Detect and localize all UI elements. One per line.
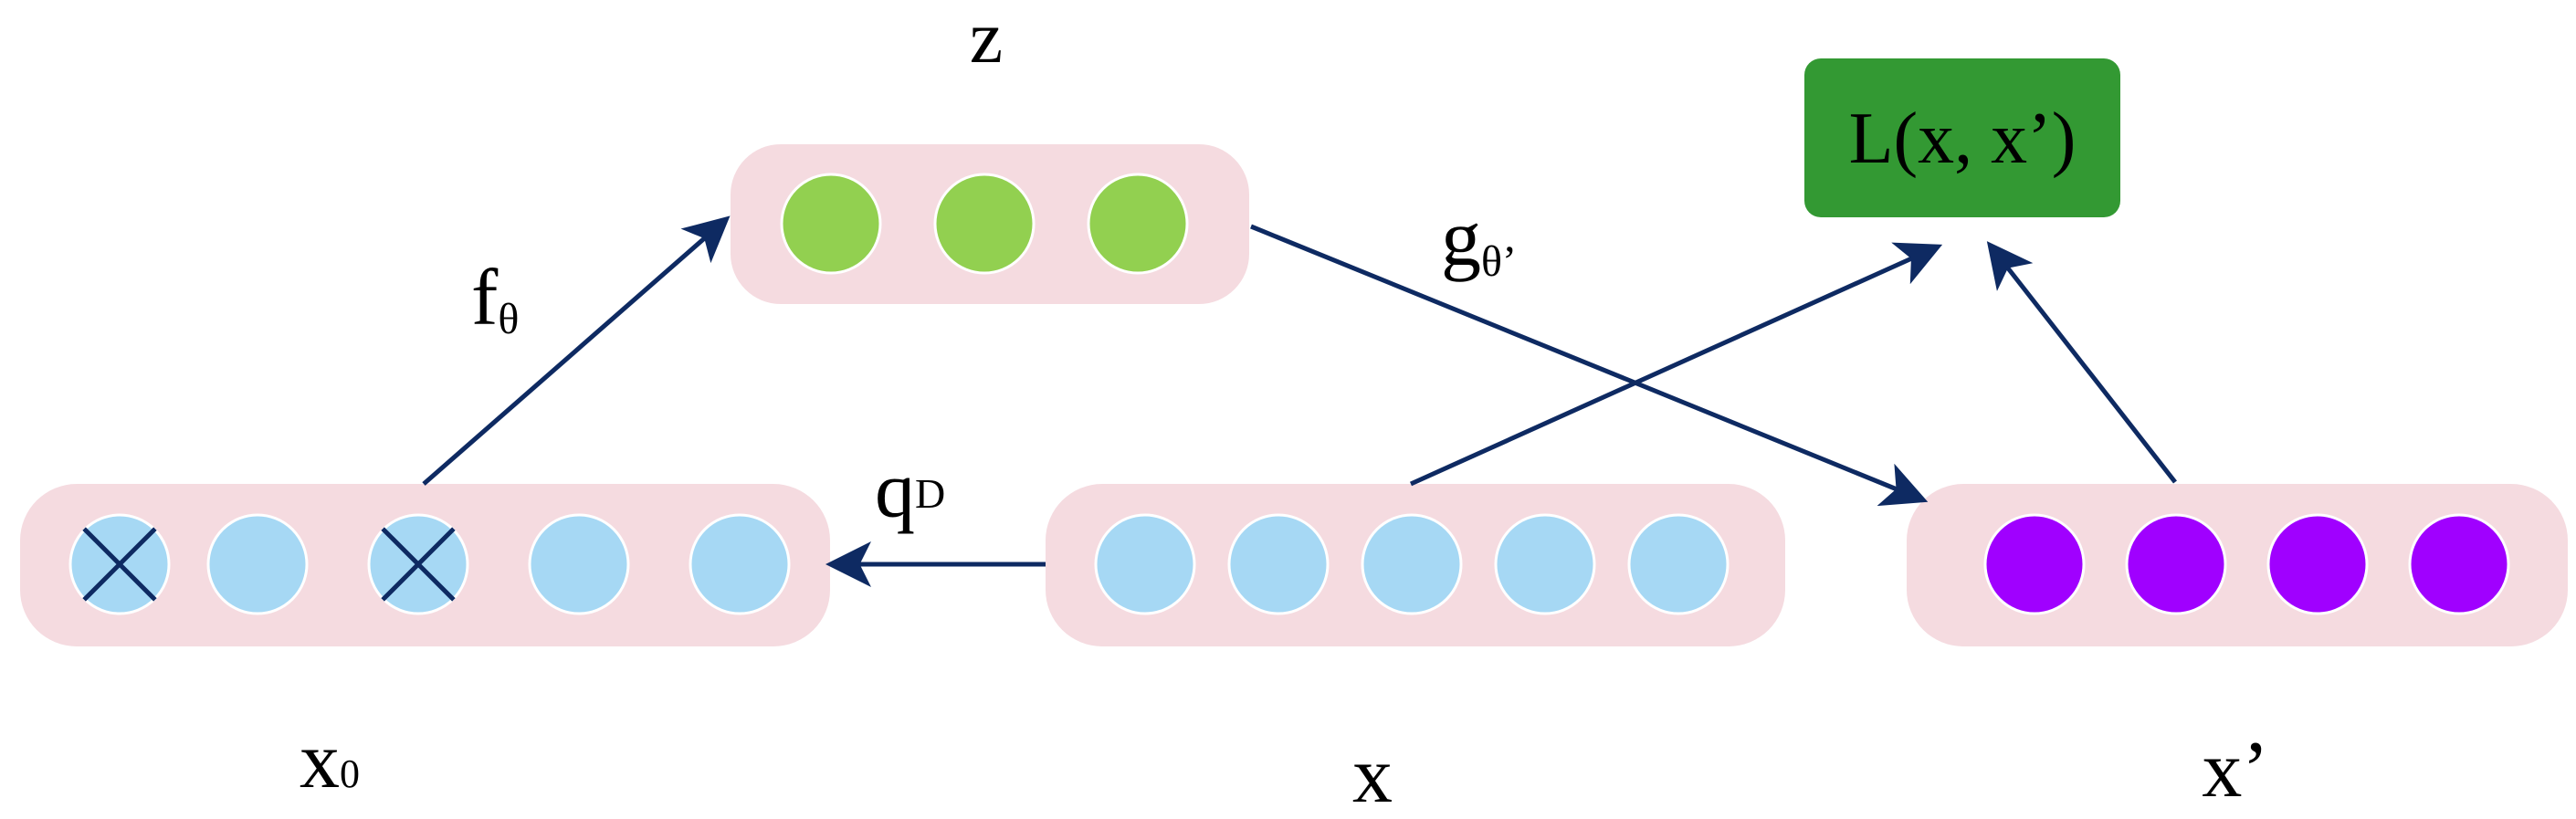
loss-box <box>1804 58 2120 217</box>
layer-z-nodes <box>780 173 1189 275</box>
label-f: f <box>471 254 499 342</box>
arrow-x-to-loss <box>1409 242 1943 487</box>
z-node-1 <box>780 173 882 275</box>
label-x: x <box>1352 731 1393 819</box>
label-f-sub: θ <box>498 295 519 343</box>
x0-corruption-cross-3-2 <box>381 527 456 602</box>
label-z: z <box>970 0 1003 79</box>
label-g-theta: gθ’ <box>1441 194 1517 286</box>
x0-node-2 <box>206 513 309 615</box>
layer-xprime-box <box>1907 484 2568 646</box>
xprime-node-1 <box>1983 513 2086 615</box>
label-x0: x0 <box>300 717 360 805</box>
arrow-decoder-g <box>1250 224 1929 507</box>
x-node-4 <box>1494 513 1596 615</box>
label-x0-main: x <box>300 717 340 805</box>
label-f-theta: fθ <box>471 254 519 343</box>
label-g-sub: θ’ <box>1481 237 1517 286</box>
xprime-node-4 <box>2408 513 2510 615</box>
x0-node-4 <box>528 513 630 615</box>
xprime-node-3 <box>2266 513 2369 615</box>
xprime-node-2 <box>2125 513 2227 615</box>
layer-x-nodes <box>1094 513 1730 615</box>
loss-label: L(x, x’) <box>1849 99 2077 179</box>
label-q: q <box>875 446 915 535</box>
arrow-encoder-f <box>422 215 731 486</box>
x0-node-5 <box>689 513 791 615</box>
x-node-1 <box>1094 513 1196 615</box>
x-node-5 <box>1627 513 1730 615</box>
x-node-2 <box>1227 513 1330 615</box>
z-node-3 <box>1087 173 1189 275</box>
x-node-3 <box>1361 513 1463 615</box>
label-q-d: qD <box>875 446 945 535</box>
z-node-2 <box>933 173 1036 275</box>
label-q-sub: D <box>915 470 945 517</box>
x0-corruption-cross-1-2 <box>82 527 157 602</box>
layer-x0-nodes <box>68 513 791 615</box>
arrow-xprime-to-loss <box>1986 241 2177 484</box>
label-g: g <box>1441 194 1481 283</box>
label-x-prime: x’ <box>2202 726 2268 814</box>
label-x0-sub: 0 <box>340 751 360 796</box>
layer-xprime-nodes <box>1983 513 2510 615</box>
